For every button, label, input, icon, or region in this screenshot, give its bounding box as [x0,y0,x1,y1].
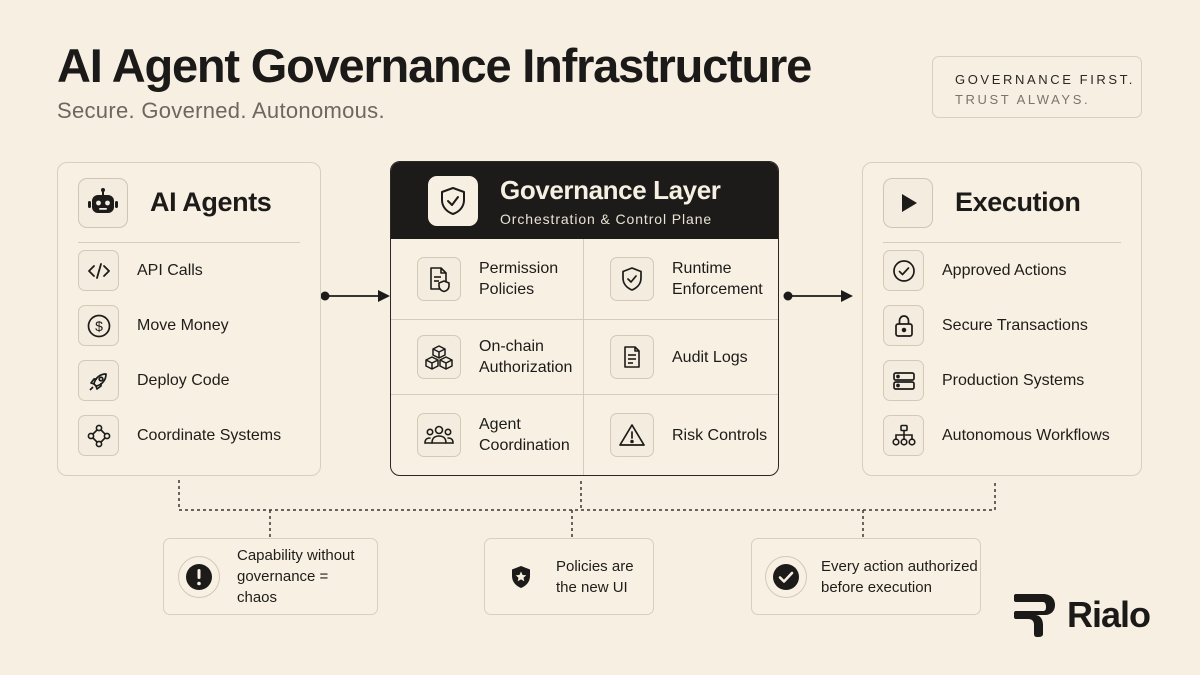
check-circle-icon [883,250,924,291]
rialo-logo-icon [1014,594,1055,637]
governance-cell-permission-policies: Permission Policies [391,239,584,320]
execution-item-production-systems: Production Systems [883,353,1141,408]
flow-arrow-agents-to-governance [320,290,390,302]
code-icon [78,250,119,291]
brand-name: Rialo [1067,594,1151,635]
blocks-icon [417,335,461,379]
governance-cell-label: Agent Coordination [479,416,570,454]
execution-item-label: Production Systems [942,371,1085,389]
principle-text: Every action authorized before execution [821,557,978,596]
workflow-icon [883,415,924,456]
brand-logo: Rialo [1013,590,1151,640]
execution-panel: Execution Approved Actions Secure Transa… [862,162,1142,476]
governance-cell-onchain-authorization: On-chain Authorization [391,320,584,395]
execution-header: Execution [883,163,1121,243]
governance-cell-label: Risk Controls [672,426,768,444]
play-icon [883,177,933,228]
agent-item-coordinate-systems: Coordinate Systems [78,408,320,463]
ai-agents-header: AI Agents [78,163,300,243]
warning-icon [610,413,654,457]
principle-text: Policies are the new UI [556,557,634,596]
svg-text:$: $ [95,318,103,334]
agent-item-label: API Calls [137,261,203,279]
page-subtitle: Secure. Governed. Autonomous. [57,98,385,123]
robot-icon [78,177,128,228]
governance-cell-label: Audit Logs [672,348,748,366]
agent-item-label: Deploy Code [137,371,230,389]
execution-item-label: Secure Transactions [942,316,1088,334]
page-title: AI Agent Governance Infrastructure [57,39,812,92]
ai-agents-title: AI Agents [150,187,272,217]
dollar-icon: $ [78,305,119,346]
execution-item-approved-actions: Approved Actions [883,243,1141,298]
governance-cell-label: On-chain Authorization [479,338,573,376]
group-icon [417,413,461,457]
principle-card-policies: Policies are the new UI [484,538,654,615]
server-icon [883,360,924,401]
governance-cell-runtime-enforcement: Runtime Enforcement [584,239,778,320]
network-icon [78,415,119,456]
flow-arrow-governance-to-execution [783,290,853,302]
tagline-box: GOVERNANCE FIRST. TRUST ALWAYS. [932,56,1142,118]
principle-text: Capability without governance = chaos [237,547,355,606]
agent-item-label: Move Money [137,316,229,334]
lock-icon [883,305,924,346]
policy-document-icon [417,257,461,301]
agent-item-api-calls: API Calls [78,243,320,298]
agent-item-label: Coordinate Systems [137,426,282,444]
star-shield-icon [504,560,538,594]
principle-card-capability: Capability without governance = chaos [163,538,378,615]
agent-item-move-money: $ Move Money [78,298,320,353]
governance-grid: Permission Policies Runtime Enforcement … [391,239,778,475]
tagline-line-1: GOVERNANCE FIRST. [955,72,1135,87]
exclamation-icon [178,555,220,598]
governance-layer-header: Governance Layer Orchestration & Control… [391,162,778,239]
check-badge-icon [765,555,807,598]
shield-check-icon [610,257,654,301]
tagline-line-2: TRUST ALWAYS. [955,92,1091,107]
shield-check-icon [428,175,478,226]
execution-item-label: Autonomous Workflows [942,426,1110,444]
governance-layer-subtitle: Orchestration & Control Plane [500,210,713,227]
execution-item-label: Approved Actions [942,261,1067,279]
principle-card-authorized: Every action authorized before execution [751,538,981,615]
execution-title: Execution [955,187,1081,217]
governance-layer-panel: Governance Layer Orchestration & Control… [390,161,779,476]
ai-agents-panel: AI Agents API Calls $ Move Money [57,162,321,476]
execution-item-autonomous-workflows: Autonomous Workflows [883,408,1141,463]
log-document-icon [610,335,654,379]
governance-cell-agent-coordination: Agent Coordination [391,395,584,475]
governance-cell-label: Permission Policies [479,260,559,298]
governance-cell-audit-logs: Audit Logs [584,320,778,395]
governance-layer-title: Governance Layer [500,174,721,205]
dotted-bracket [178,480,996,538]
governance-cell-label: Runtime Enforcement [672,260,763,298]
execution-item-secure-transactions: Secure Transactions [883,298,1141,353]
rocket-icon [78,360,119,401]
agent-item-deploy-code: Deploy Code [78,353,320,408]
governance-cell-risk-controls: Risk Controls [584,395,778,475]
